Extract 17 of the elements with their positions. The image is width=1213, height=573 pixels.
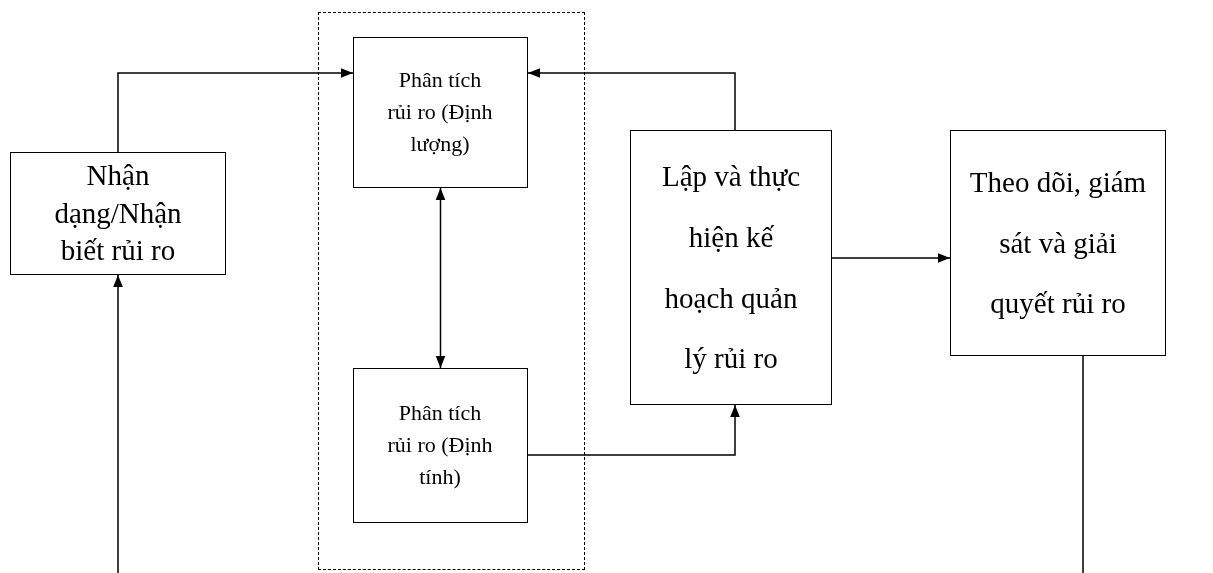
process-box [10,152,226,275]
arrow [113,274,1084,573]
arrow [527,68,736,131]
dashed-group-box [318,12,585,570]
box-label: Phân tích rủi ro (Định lượng) [386,66,494,158]
box-label: Phân tích rủi ro (Định tính) [386,399,494,491]
arrow [435,187,446,369]
process-box [630,130,832,405]
box-label: Theo dõi, giám sát và giải quyết rủi ro [968,164,1148,322]
arrow [527,404,740,456]
arrow [117,68,354,153]
process-box [352,36,528,188]
box-label: Lập và thực hiện kế hoạch quản lý rủi ro [660,158,802,377]
box-label: Nhận dạng/Nhận biết rủi ro [53,157,183,269]
process-box [950,130,1166,356]
arrow [831,253,951,263]
process-box [352,367,528,523]
